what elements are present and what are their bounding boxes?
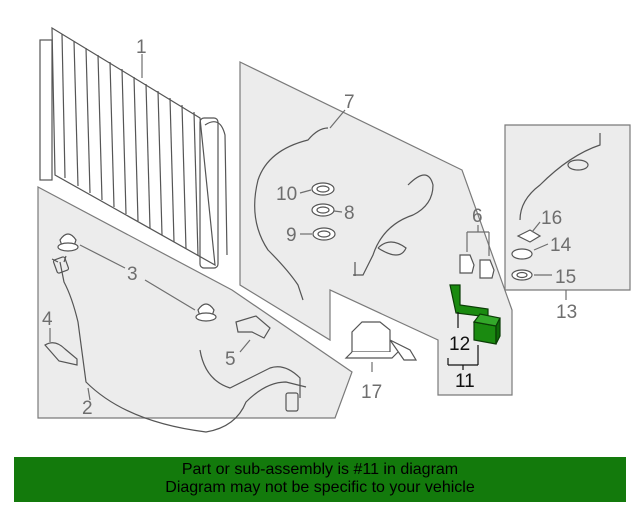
callout-16: 16	[541, 208, 562, 229]
notice-banner: Part or sub-assembly is #11 in diagram D…	[14, 457, 626, 502]
oil-cooler-part-highlighted	[472, 313, 501, 345]
callout-6: 6	[472, 206, 483, 227]
notice-line-2: Diagram may not be specific to your vehi…	[165, 479, 475, 496]
callout-4: 4	[42, 309, 53, 330]
callout-2: 2	[82, 398, 93, 419]
callout-11: 11	[455, 371, 475, 392]
callout-17: 17	[361, 382, 382, 403]
panel-fittings	[504, 124, 631, 291]
callout-14: 14	[550, 235, 572, 256]
notice-line-1: Part or sub-assembly is #11 in diagram	[181, 461, 459, 478]
fitting-line-part	[519, 133, 601, 221]
callout-12: 12	[449, 334, 470, 355]
seal-part	[511, 229, 542, 281]
condenser-line-part	[51, 255, 307, 433]
callout-1: 1	[136, 37, 147, 58]
bracket-part-4	[44, 342, 78, 366]
callout-5: 5	[225, 349, 236, 370]
callout-15: 15	[555, 267, 576, 288]
parts-diagram: 1 2 3 4 5 6 7	[37, 26, 631, 433]
callout-13: 13	[556, 302, 577, 323]
mount-part	[344, 321, 418, 361]
callout-8: 8	[344, 203, 355, 224]
callout-10: 10	[276, 184, 297, 205]
ac-line-part	[254, 127, 434, 301]
callout-9: 9	[286, 225, 297, 246]
o-ring-part	[311, 182, 336, 241]
callout-3: 3	[127, 264, 138, 285]
panel-condenser-lines	[37, 186, 353, 419]
bracket-part-12	[449, 284, 489, 318]
condenser-part	[39, 26, 228, 269]
clip-part	[459, 254, 495, 279]
bracket-part-5	[235, 315, 271, 339]
cap-part	[57, 233, 217, 322]
callout-7: 7	[344, 92, 355, 113]
panel-ac-lines	[239, 61, 513, 396]
